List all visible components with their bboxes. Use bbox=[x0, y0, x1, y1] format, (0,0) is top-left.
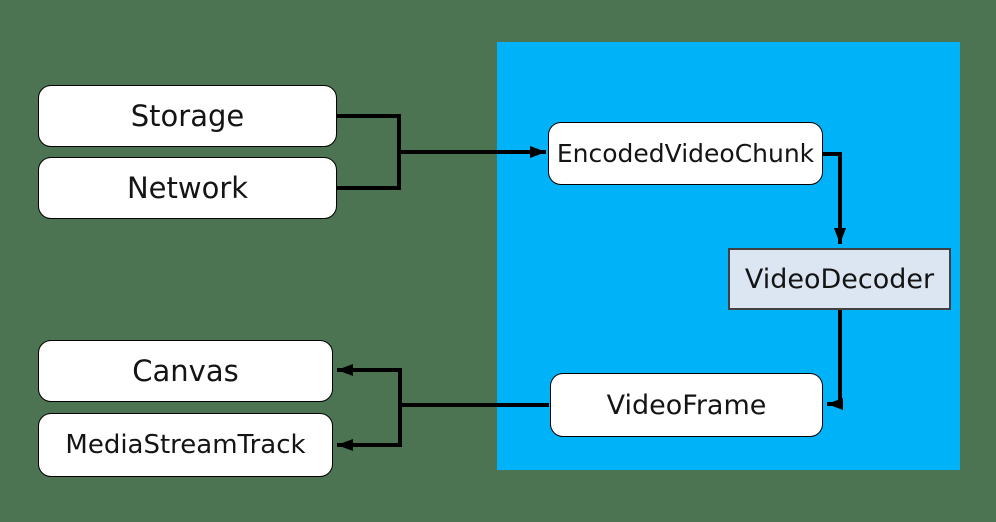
node-video-frame-label: VideoFrame bbox=[606, 389, 767, 421]
node-network: Network bbox=[38, 157, 337, 219]
node-encoded-video-chunk: EncodedVideoChunk bbox=[548, 122, 823, 185]
node-storage-label: Storage bbox=[130, 98, 245, 133]
node-video-decoder: VideoDecoder bbox=[728, 248, 951, 310]
node-canvas: Canvas bbox=[38, 340, 333, 402]
node-media-stream-track: MediaStreamTrack bbox=[38, 413, 333, 477]
node-video-frame: VideoFrame bbox=[550, 373, 823, 437]
node-storage: Storage bbox=[38, 85, 337, 147]
node-media-stream-track-label: MediaStreamTrack bbox=[65, 430, 306, 460]
node-canvas-label: Canvas bbox=[132, 353, 239, 388]
node-network-label: Network bbox=[126, 170, 249, 205]
node-encoded-video-chunk-label: EncodedVideoChunk bbox=[556, 139, 815, 168]
node-video-decoder-label: VideoDecoder bbox=[744, 263, 935, 295]
